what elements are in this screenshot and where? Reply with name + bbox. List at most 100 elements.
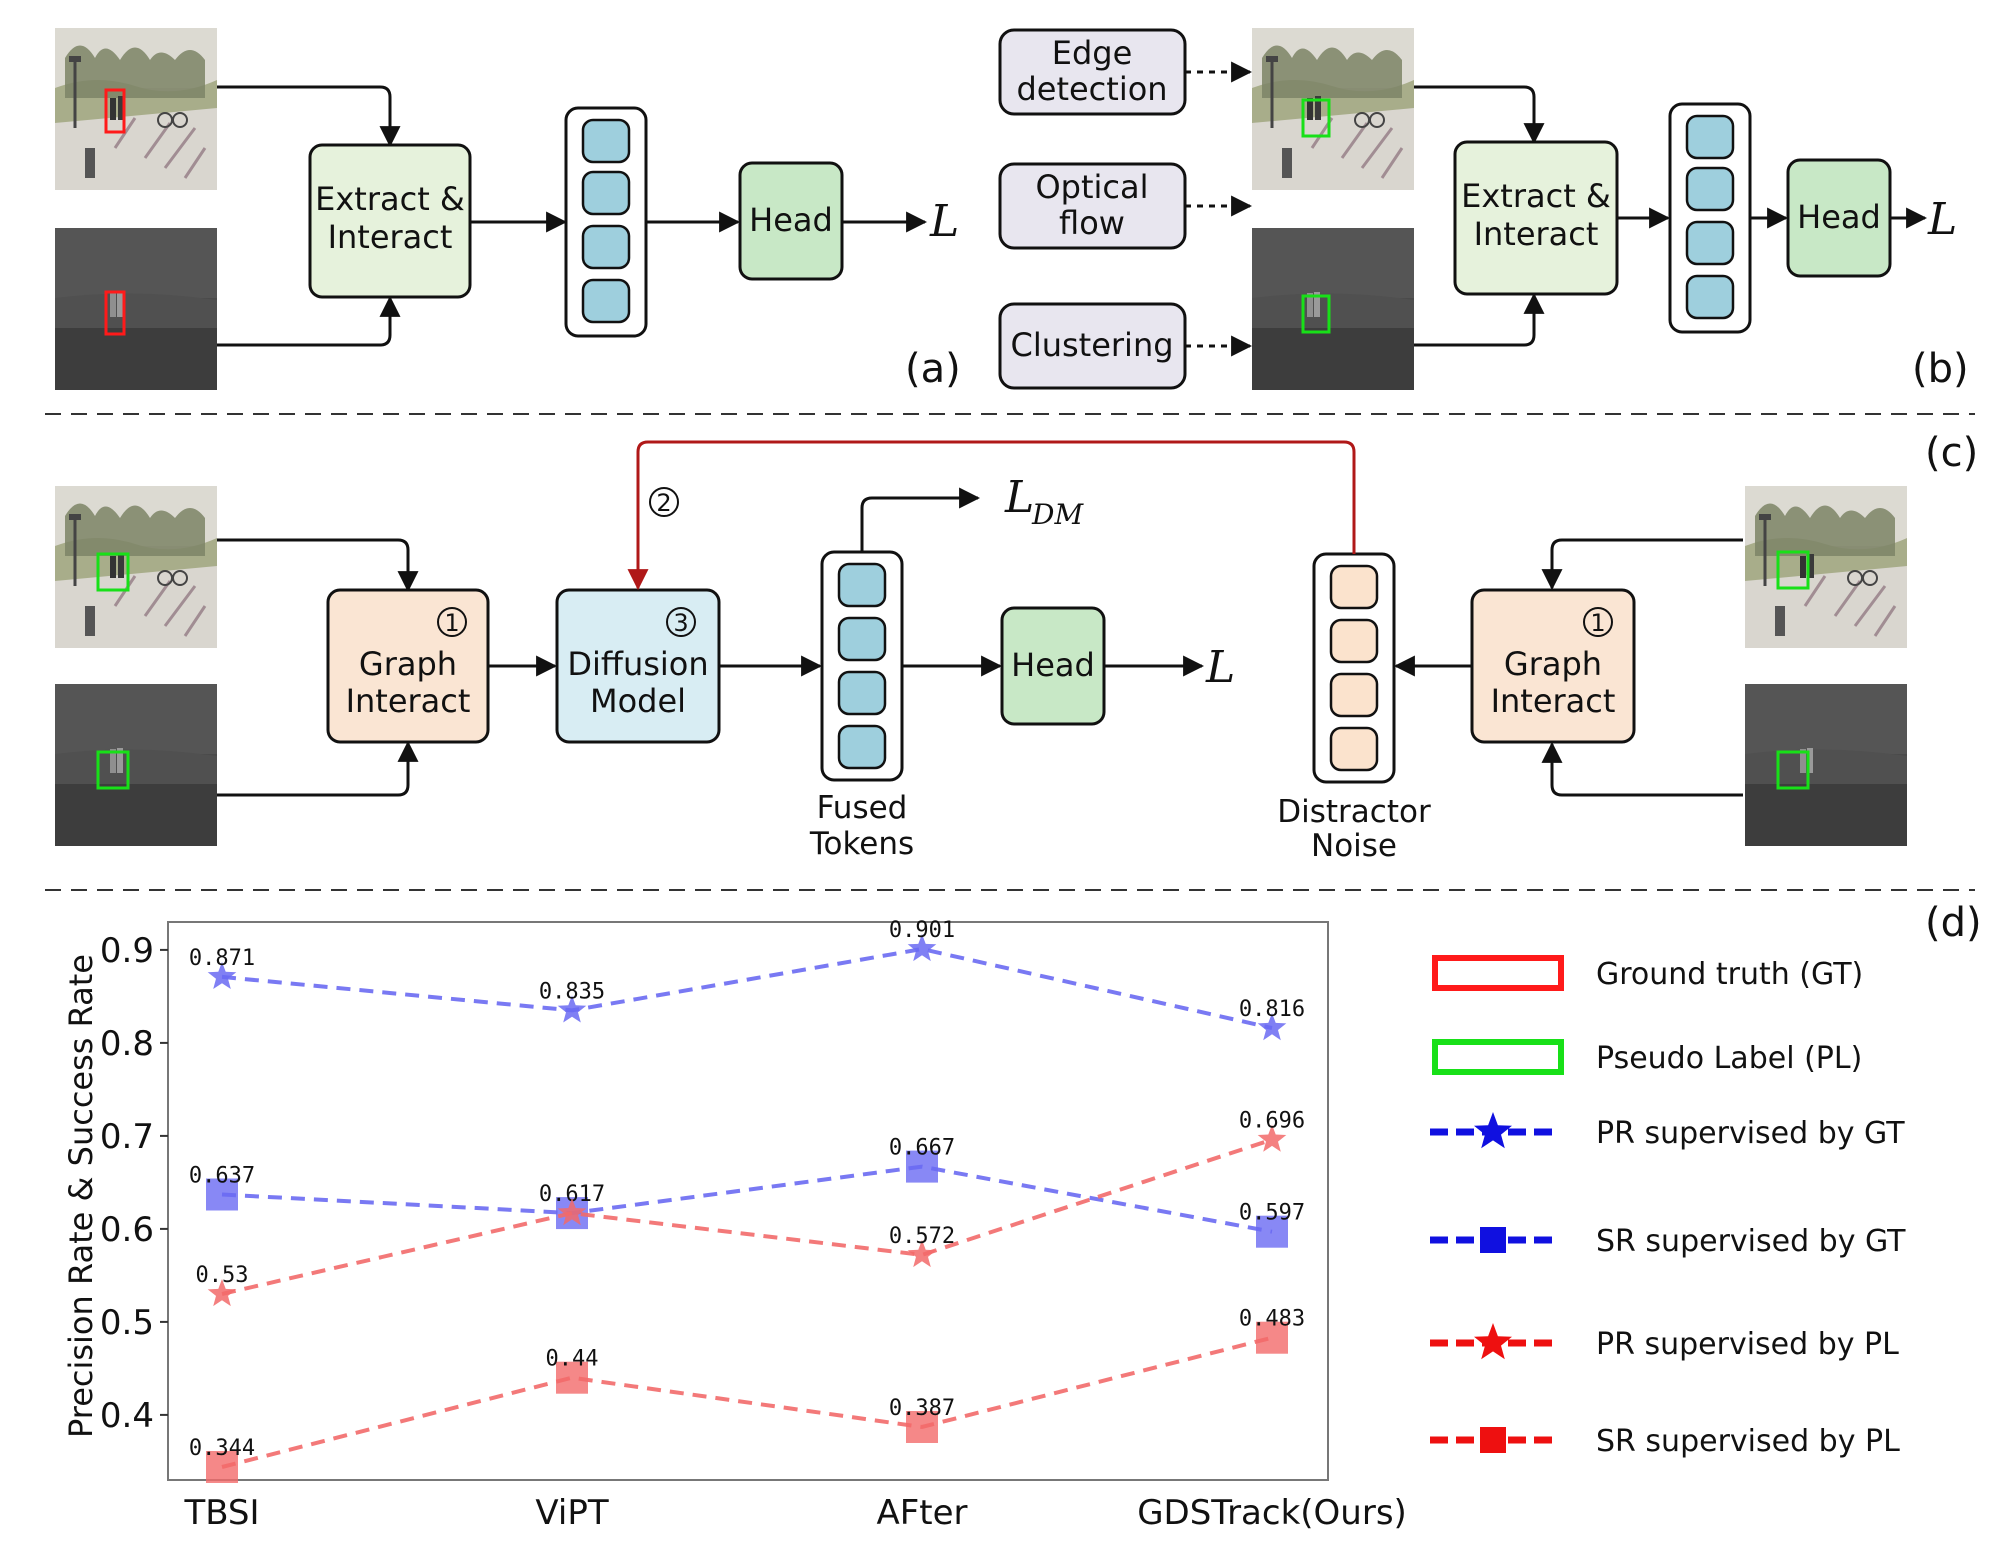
y-tick-label: 0.9: [100, 931, 154, 971]
legend-pl-swatch: [1432, 1039, 1564, 1075]
extract-line-2: Interact: [328, 218, 453, 256]
legend-series-label: SR supervised by GT: [1596, 1224, 1906, 1259]
legend-series-label: PR supervised by PL: [1596, 1327, 1899, 1362]
noise-feedback-arrow: [627, 440, 1356, 591]
data-label: 0.344: [189, 1436, 255, 1461]
panel-label-d: (d): [1925, 900, 1982, 946]
series-line: [221, 1164, 1273, 1234]
legend-star-marker: [1474, 1112, 1512, 1149]
diffusion-line-1: Diffusion: [567, 645, 708, 683]
step-1-mark: [437, 607, 467, 637]
graph-line-2: Interact: [346, 682, 471, 720]
token: [837, 562, 887, 608]
data-label: 0.572: [889, 1224, 955, 1249]
edge-line-2: detection: [1016, 70, 1167, 108]
panel-a: Extract & Interact Head L (a): [53, 26, 961, 392]
series-line: [221, 1335, 1273, 1469]
token: [1685, 166, 1735, 212]
rgb-image: [53, 484, 219, 650]
head-label: Head: [1797, 198, 1881, 236]
legend-series-label: SR supervised by PL: [1596, 1424, 1900, 1459]
rgb-image: [53, 26, 219, 192]
y-tick-label: 0.7: [100, 1117, 154, 1157]
token: [837, 670, 887, 716]
legend-series-label: PR supervised by GT: [1596, 1116, 1905, 1151]
x-tick-label: TBSI: [183, 1493, 259, 1533]
plot-frame: [167, 921, 1329, 1481]
graph-line-1: Graph: [359, 645, 457, 683]
y-tick-label: 0.5: [100, 1303, 154, 1343]
graph-line-2: Interact: [1491, 682, 1616, 720]
data-label: 0.53: [196, 1263, 249, 1288]
x-tick-label: GDSTrack(Ours): [1137, 1493, 1407, 1533]
noise-caption-2: Noise: [1311, 828, 1397, 864]
loss-dm-main: L: [1004, 472, 1034, 523]
square-point: [906, 1410, 938, 1443]
diffusion-line-2: Model: [590, 682, 686, 720]
square-point: [1256, 1215, 1288, 1248]
noise-token: [1329, 726, 1379, 772]
step-2-number: 2: [656, 489, 671, 517]
panel-d: (d) Precision Rate & Success Rate 0.4 0.5…: [62, 900, 1982, 1533]
loss-label: L: [929, 196, 959, 247]
step-2-mark: [649, 487, 679, 517]
star-point: [907, 1239, 937, 1268]
head-label: Head: [1011, 646, 1095, 684]
pl-box: [1301, 294, 1331, 334]
step-1-number: 1: [444, 609, 459, 637]
step-1-number: 1: [1590, 609, 1605, 637]
extract-line-1: Extract &: [1461, 177, 1611, 215]
y-tick-label: 0.8: [100, 1024, 154, 1064]
token: [1685, 274, 1735, 320]
loss-label: L: [1927, 194, 1957, 245]
y-tick-label: 0.6: [100, 1210, 154, 1250]
fused-caption-1: Fused: [817, 790, 908, 826]
series-line: [221, 946, 1273, 1030]
panel-label-b: (b): [1912, 346, 1969, 392]
gt-box: [104, 88, 126, 134]
panel-c: (c) 1 Graph Interact 3 Diffusion Model F…: [53, 430, 1978, 864]
star-point: [907, 934, 937, 962]
graph-line-1: Graph: [1504, 645, 1602, 683]
rgb-image: [1743, 484, 1909, 650]
loss-dm-subscript: DM: [1031, 498, 1084, 531]
rgb-image: [1250, 26, 1416, 192]
legend-star-marker: [1474, 1323, 1512, 1360]
data-label: 0.637: [189, 1163, 255, 1188]
data-label: 0.696: [1239, 1109, 1305, 1134]
token: [837, 616, 887, 662]
data-label: 0.44: [546, 1347, 599, 1372]
thermal-image: [1745, 684, 1907, 846]
token: [837, 724, 887, 770]
star-point: [207, 961, 237, 989]
star-point: [1257, 1124, 1287, 1152]
pl-box: [1776, 550, 1810, 590]
flow-line-1: Optical: [1035, 168, 1148, 206]
legend-gt-swatch: [1432, 955, 1564, 991]
head-label: Head: [749, 201, 833, 239]
legend-gt-label: Ground truth (GT): [1596, 957, 1863, 992]
star-point: [557, 995, 587, 1023]
data-label: 0.483: [1239, 1307, 1305, 1332]
y-tick-label: 0.4: [100, 1396, 154, 1436]
edge-line-1: Edge: [1052, 34, 1133, 72]
star-point: [207, 1279, 237, 1307]
y-axis-label: Precision Rate & Success Rate: [62, 954, 100, 1438]
clustering-line: Clustering: [1010, 326, 1173, 364]
x-tick-label: ViPT: [535, 1493, 608, 1533]
panel-label-c: (c): [1925, 430, 1978, 476]
flow-line-2: flow: [1059, 204, 1125, 242]
square-point: [206, 1178, 238, 1211]
loss-label: L: [1205, 642, 1235, 693]
square-point: [556, 1361, 588, 1394]
legend-pl-label: Pseudo Label (PL): [1596, 1041, 1862, 1076]
token: [581, 224, 631, 270]
noise-token: [1329, 618, 1379, 664]
thermal-image: [1252, 228, 1414, 390]
token: [581, 278, 631, 324]
extract-line-1: Extract &: [315, 180, 465, 218]
token: [581, 170, 631, 216]
legend-square-marker: [1480, 1227, 1506, 1253]
data-label: 0.667: [889, 1136, 955, 1161]
